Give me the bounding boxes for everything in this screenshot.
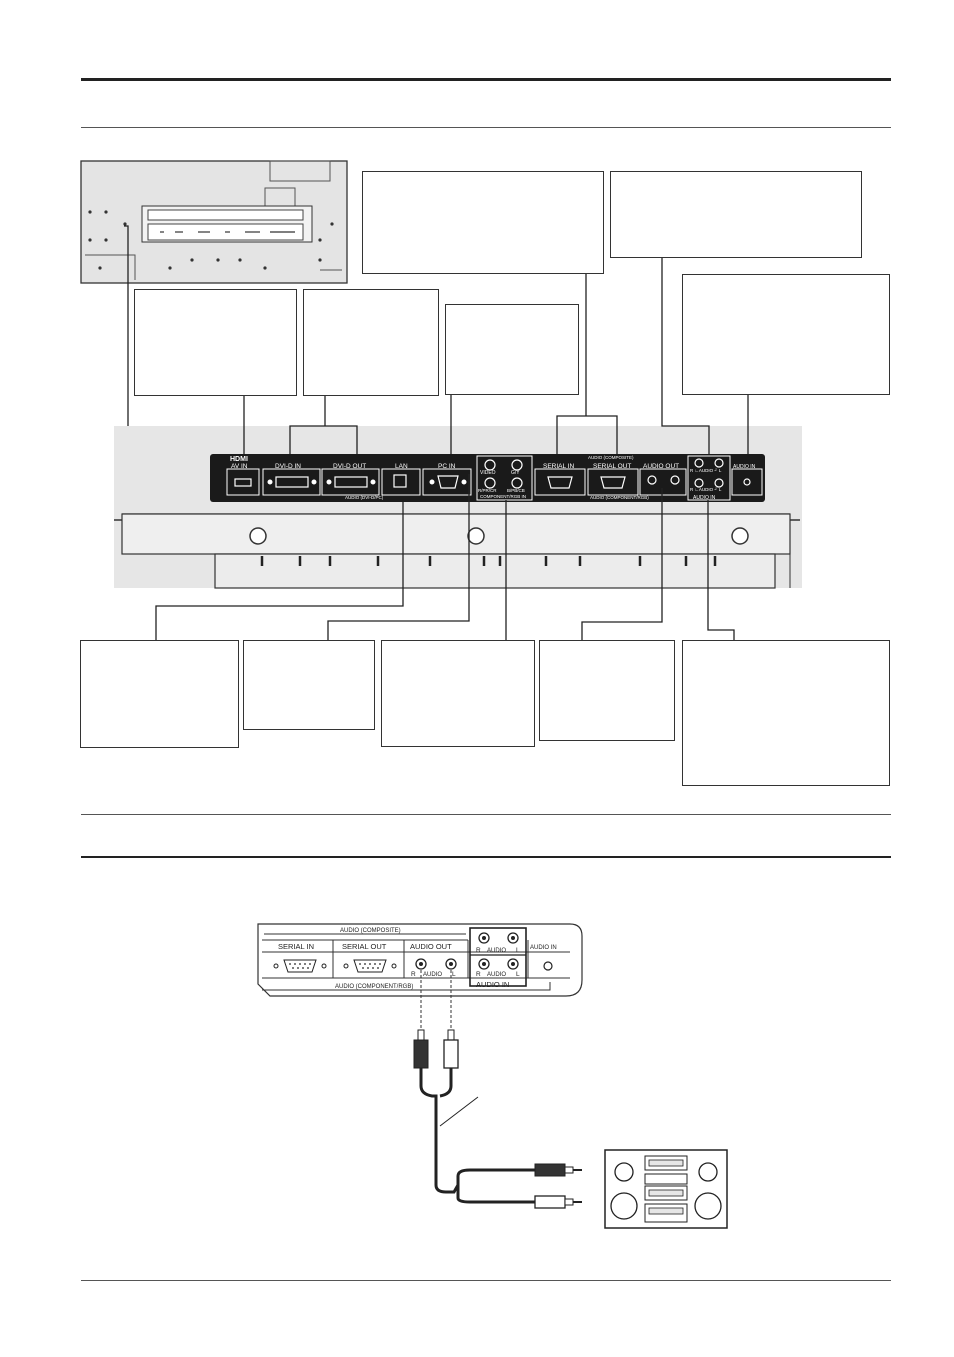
audio-in-label-bottom: AUDIO IN [693, 495, 716, 501]
audio-in-label-right: AUDIO IN [733, 464, 756, 470]
detail-audio-mid-in: AUDIO [487, 972, 506, 978]
detail-audio-mid-top: AUDIO [487, 948, 506, 954]
detail-audio-in-top: AUDIO IN [530, 945, 557, 951]
detail-l-right-in: L [516, 971, 520, 978]
audio-component-rgb-label: AUDIO (COMPONENT/RGB) [590, 495, 649, 500]
gy-label: G/Y [511, 470, 520, 476]
serial-out-label: SERIAL OUT [593, 463, 631, 470]
detail-audio-mid-out: AUDIO [423, 972, 442, 978]
callout-audio-in [682, 274, 890, 395]
r-audio-l-label-bottom: R ∟AUDIO ┘ L [690, 486, 722, 492]
rear-view-thumbnail [80, 160, 348, 284]
callout-audio-out [539, 640, 675, 741]
audio-dvid-pc-label: AUDIO (DVI-D/PC) [345, 495, 384, 500]
callout-pc [445, 304, 579, 395]
av-in-label: AV IN [231, 463, 248, 470]
callout-dvid [303, 289, 439, 396]
serial-in-label: SERIAL IN [543, 463, 574, 470]
detail-l-right-out: L [452, 971, 456, 978]
detail-audio-in-bottom: AUDIO IN [476, 980, 509, 989]
r-audio-l-label-top: R ∟AUDIO ┘ L [690, 467, 722, 473]
detail-serial-out: SERIAL OUT [342, 942, 387, 951]
audio-out-label: AUDIO OUT [643, 463, 679, 470]
bpbcb-label: B/PB/CB [507, 488, 525, 493]
callout-top-1 [362, 171, 604, 274]
detail-serial-in: SERIAL IN [278, 942, 314, 951]
callout-audio-component [682, 640, 890, 786]
lan-label: LAN [395, 463, 408, 470]
detail-audio-composite: AUDIO (COMPOSITE) [340, 928, 401, 934]
callout-top-2 [610, 171, 862, 258]
component-rgb-in-label: COMPONENT/RGB IN [480, 494, 526, 499]
pc-in-label: PC IN [438, 463, 456, 470]
detail-audio-component-rgb: AUDIO (COMPONENT/RGB) [335, 984, 413, 990]
rear-panel-diagram: HDMI AV IN DVI-D IN DVI-D OUT LAN PC IN … [114, 225, 802, 640]
callout-video [243, 640, 375, 730]
detail-l-right-top: L [516, 947, 520, 954]
detail-r-left-out: R [411, 971, 416, 978]
detail-r-left-in: R [476, 971, 481, 978]
detail-r-left-top: R [476, 947, 481, 954]
dvid-out-label: DVI-D OUT [333, 463, 366, 470]
dvid-in-label: DVI-D IN [275, 463, 301, 470]
rprcr-label: R/PR/CR [478, 488, 497, 493]
video-label: VIDEO [480, 470, 496, 476]
audio-connection-diagram: AUDIO (COMPOSITE) SERIAL IN SERIAL OUT A… [257, 923, 728, 1229]
callout-hdmi [134, 289, 297, 396]
header-rule-thick [81, 78, 891, 81]
callout-lan [80, 640, 239, 748]
detail-audio-out: AUDIO OUT [410, 942, 452, 951]
stereo-system-icon [604, 1149, 728, 1229]
callout-component [381, 640, 535, 747]
audio-composite-label: AUDIO (COMPOSITE) [588, 455, 634, 460]
header-rule-thin [81, 127, 891, 128]
section-rule-thick [81, 856, 891, 858]
footer-rule [81, 1280, 891, 1281]
hdmi-logo: HDMI [230, 456, 248, 463]
section-rule-thin [81, 814, 891, 815]
